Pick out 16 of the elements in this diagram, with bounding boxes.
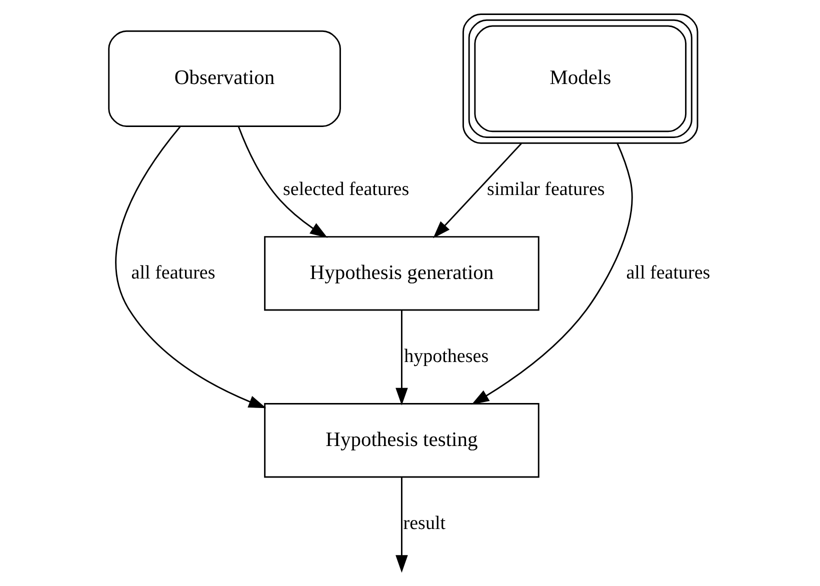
edge-label: all features: [626, 262, 710, 284]
node-box: Hypothesis generation: [264, 236, 539, 311]
node-box: Models: [462, 14, 698, 144]
edge-label: all features: [130, 262, 215, 284]
edge-label: result: [402, 512, 446, 534]
arrow: [395, 310, 408, 406]
node-box: Hypothesis testing: [264, 403, 539, 478]
arrow: [395, 477, 408, 573]
arrow: [432, 143, 522, 238]
arrow: [237, 126, 328, 238]
node-box: Observation: [108, 30, 340, 127]
edge-label: hypotheses: [404, 346, 488, 367]
edge-label: similar features: [486, 178, 604, 200]
arrow: [114, 126, 266, 408]
edge-label: selected features: [282, 178, 409, 200]
arrow: [470, 143, 632, 405]
